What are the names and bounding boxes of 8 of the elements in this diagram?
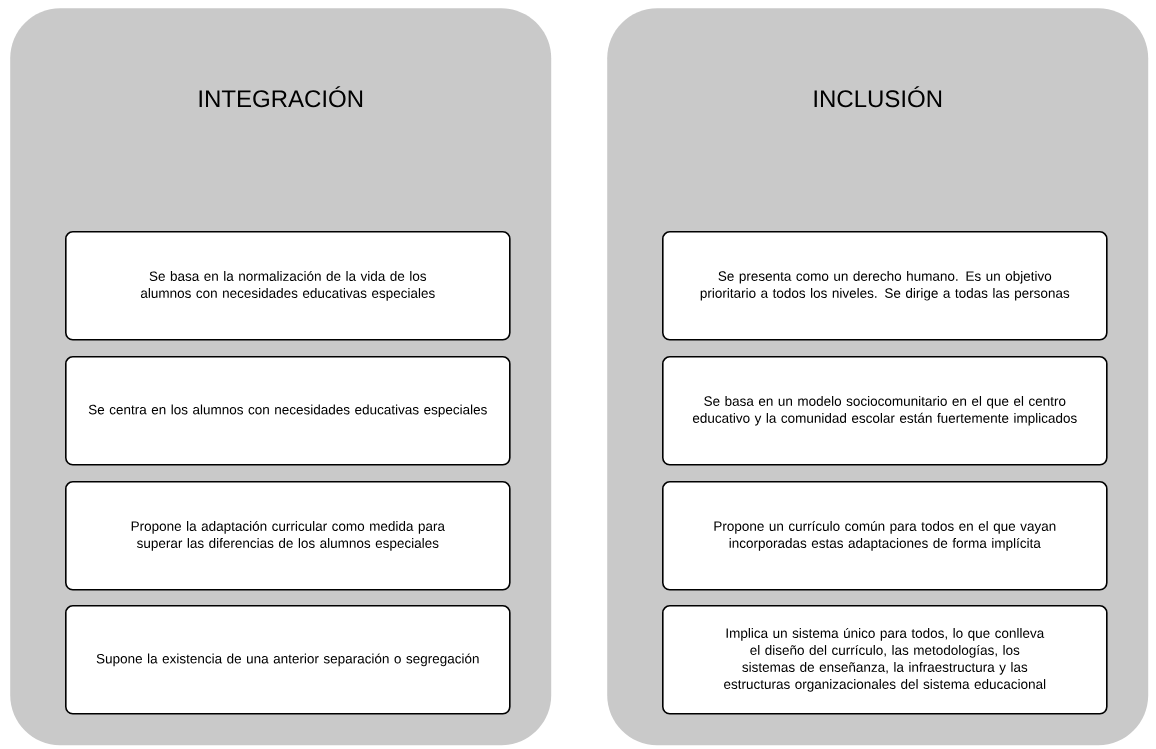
text-box: Se basa en un modelo sociocomunitario en el que el centro educativo y la comunidad escolar están fuertemente implicados (662, 356, 1108, 466)
text-box: Se basa en la normalización de la vida de los alumnos con necesidades educativas especiales (65, 231, 511, 341)
text-box: Propone la adaptación curricular como medida para superar las diferencias de los alumnos especiales (65, 481, 511, 591)
text-box: Propone un currículo común para todos en el que vayan incorporadas estas adaptaciones de forma implícita (662, 481, 1108, 591)
text-box: Se centra en los alumnos con necesidades educativas especiales (65, 356, 511, 466)
text-box: Implica un sistema único para todos, lo que conlleva el diseño del currículo, las metodologías, los sistemas de enseñanza, la infraestructura y las estructuras organizacionales del sistema educacional (662, 605, 1108, 715)
text-box: Se presenta como un derecho humano. Es un objetivo prioritario a todos los niveles. Se dirige a todas las personas (662, 231, 1108, 341)
text-box: Supone la existencia de una anterior separación o segregación (65, 605, 511, 715)
